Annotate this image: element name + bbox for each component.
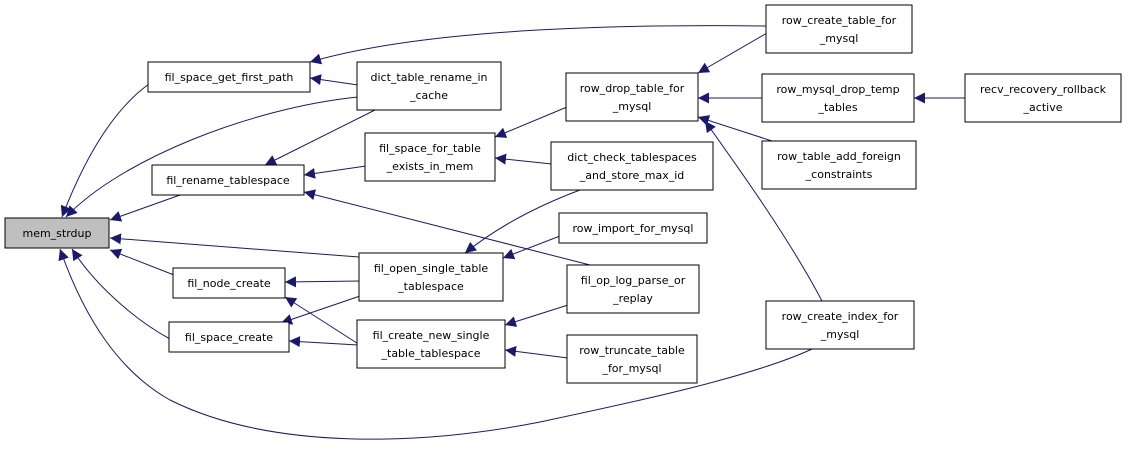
node-label: _exists_in_mem [386,160,474,173]
edge-fil_open_single_table_tablespace-to-fil_space_create [280,295,361,325]
node-label: fil_op_log_parse_or [581,274,686,287]
edge-fil_op_log_parse_or_replay-to-fil_create_new_single_table_tablespace [504,304,569,327]
node-label: _table_tablespace [381,347,481,360]
node-box [761,140,917,190]
nodes-layer: mem_strdup fil_space_get_first_path fil_re… [4,4,1122,384]
node-label: row_drop_table_for [580,82,685,95]
node-label: row_table_add_foreign [777,150,901,163]
node-fil_node_create[interactable]: fil_node_create [172,267,286,299]
edge-fil_open_single_table_tablespace-to-mem_strdup [109,233,360,258]
node-row_create_index_for_mysql[interactable]: row_create_index_for _mysql [765,300,915,350]
node-box [172,267,286,299]
node-box [761,73,915,123]
edge-row_truncate_table_for_mysql-to-fil_create_new_single_table_tablespace [504,345,569,359]
node-row_import_for_mysql[interactable]: row_import_for_mysql [558,212,708,244]
node-label: _constraints [805,168,873,181]
node-box [151,164,305,196]
node-box [356,319,506,369]
node-box [765,4,913,54]
node-fil_space_for_table_exists_in_mem[interactable]: fil_space_for_table _exists_in_mem [364,132,496,182]
node-box [168,321,290,353]
edge-row_drop_table_for_mysql-to-fil_space_for_table_exists_in_mem [494,106,568,138]
node-label: row_import_for_mysql [573,222,694,235]
node-label: row_create_table_for [782,14,897,27]
node-fil_create_new_single_table_tablespace[interactable]: fil_create_new_single _table_tablespace [356,319,506,369]
node-label: _tablespace [397,280,464,293]
edge-dict_table_rename_in_cache-to-fil_rename_tablespace [264,109,376,166]
node-label: fil_create_new_single [373,329,490,342]
edge-fil_create_new_single_table_tablespace-to-fil_space_create [288,336,359,348]
node-label: mem_strdup [22,227,91,240]
node-label: _and_store_max_id [579,169,685,182]
node-label: dict_check_tablespaces [567,151,697,164]
edge-row_create_table_for_mysql-to-fil_space_get_first_path [309,25,768,65]
node-label: _mysql [820,328,860,341]
node-label: fil_space_for_table [379,142,481,155]
node-label: fil_rename_tablespace [166,174,290,187]
edge-fil_open_single_table_tablespace-to-fil_node_create [284,276,361,288]
node-mem_strdup[interactable]: mem_strdup [4,217,110,249]
node-label: fil_space_create [185,331,273,344]
node-box [964,73,1122,123]
node-label: row_mysql_drop_temp [776,83,899,96]
node-label: fil_space_get_first_path [165,71,294,84]
edge-row_import_for_mysql-to-fil_open_single_table_tablespace [502,235,561,260]
node-fil_op_log_parse_or_replay[interactable]: fil_op_log_parse_or _replay [566,264,700,314]
node-label: _replay [612,292,653,305]
edge-row_create_index_for_mysql-to-mem_strdup [58,248,813,440]
node-label: _mysql [819,32,859,45]
node-label: _cache [409,89,448,102]
edge-row_table_add_foreign_constraints-to-row_drop_table_for_mysql [697,115,773,142]
node-dict_table_rename_in_cache[interactable]: dict_table_rename_in _cache [356,61,502,111]
node-box [558,212,708,244]
node-fil_space_create[interactable]: fil_space_create [168,321,290,353]
edge-dict_table_rename_in_cache-to-mem_strdup [65,96,359,218]
node-box [765,300,915,350]
edge-fil_space_create-to-mem_strdup [71,248,171,340]
node-label: _for_mysql [601,362,661,375]
node-label: dict_table_rename_in [370,71,487,84]
node-box [550,141,714,191]
node-box [356,61,502,111]
node-row_table_add_foreign_constraints[interactable]: row_table_add_foreign _constraints [761,140,917,190]
edge-dict_check_tablespaces_and_store_max_id-to-fil_open_single_table_tablespace [464,189,581,254]
edges-layer [58,25,966,440]
node-fil_open_single_table_tablespace[interactable]: fil_open_single_table _tablespace [358,252,504,302]
node-recv_recovery_rollback_active[interactable]: recv_recovery_rollback _active [964,73,1122,123]
node-box [565,72,699,122]
edge-dict_check_tablespaces_and_store_max_id-to-fil_space_for_table_exists_in_mem [494,153,553,165]
node-box [4,217,110,249]
node-row_truncate_table_for_mysql[interactable]: row_truncate_table _for_mysql [566,334,698,384]
node-row_create_table_for_mysql[interactable]: row_create_table_for _mysql [765,4,913,54]
edge-fil_space_for_table_exists_in_mem-to-fil_rename_tablespace [303,165,367,179]
node-label: fil_open_single_table [374,262,489,275]
node-fil_rename_tablespace[interactable]: fil_rename_tablespace [151,164,305,196]
node-label: fil_node_create [187,277,271,290]
node-row_drop_table_for_mysql[interactable]: row_drop_table_for _mysql [565,72,699,122]
edge-fil_node_create-to-mem_strdup [109,248,175,276]
node-label: _mysql [612,100,652,113]
node-label: _tables [817,101,857,114]
edge-dict_table_rename_in_cache-to-fil_space_get_first_path [309,74,359,86]
edge-row_create_table_for_mysql-to-row_drop_table_for_mysql [697,32,768,74]
edge-fil_rename_tablespace-to-mem_strdup [109,194,181,222]
edge-fil_space_get_first_path-to-mem_strdup [60,83,150,218]
node-box [566,334,698,384]
node-label: row_truncate_table [579,344,685,357]
node-box [566,264,700,314]
node-label: recv_recovery_rollback [980,83,1107,96]
edge-fil_op_log_parse_or_replay-to-fil_rename_tablespace [303,189,591,266]
node-label: _active [1023,101,1063,114]
node-dict_check_tablespaces_and_store_max_id[interactable]: dict_check_tablespaces _and_store_max_id [550,141,714,191]
node-box [358,252,504,302]
node-box [364,132,496,182]
node-row_mysql_drop_temp_tables[interactable]: row_mysql_drop_temp _tables [761,73,915,123]
node-box [147,61,311,93]
node-label: row_create_index_for [782,310,899,323]
edge-fil_create_new_single_table_tablespace-to-fil_node_create [284,296,361,346]
edge-row_create_index_for_mysql-to-row_drop_table_for_mysql [704,120,823,302]
node-fil_space_get_first_path[interactable]: fil_space_get_first_path [147,61,311,93]
